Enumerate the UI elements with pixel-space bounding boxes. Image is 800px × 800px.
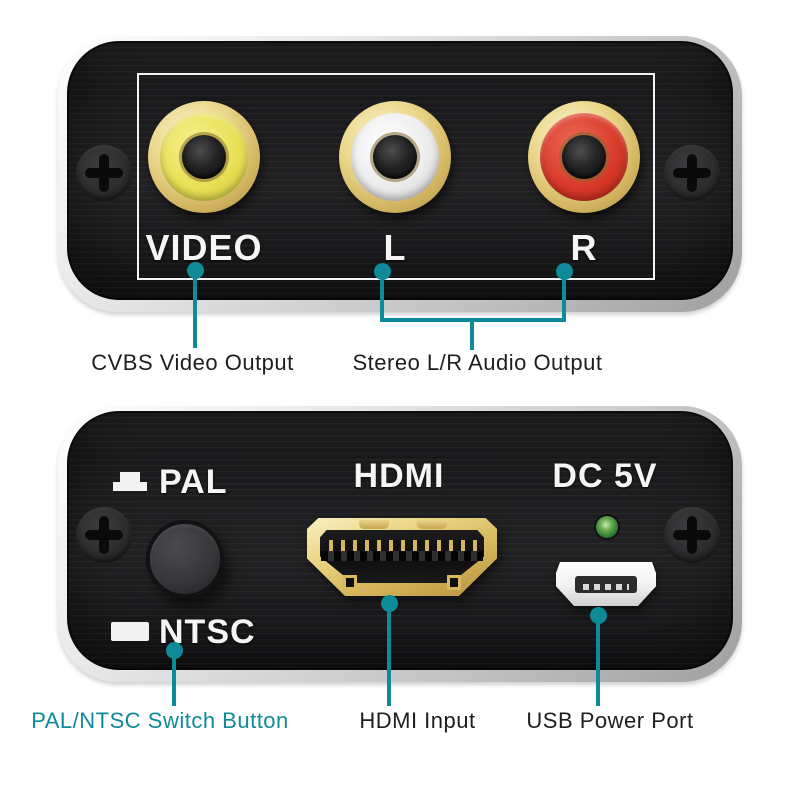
callout-label-hdmi: HDMI Input bbox=[359, 708, 476, 733]
callout-dot-usb bbox=[590, 607, 607, 624]
phillips-screw-icon bbox=[76, 507, 132, 563]
callout-line-usb bbox=[596, 620, 600, 706]
callout-bracket-left bbox=[380, 273, 384, 322]
callout-label-usb: USB Power Port bbox=[526, 708, 694, 733]
port-label-video: VIDEO bbox=[145, 227, 263, 268]
av-panel-frame bbox=[137, 73, 655, 280]
callout-bracket-right bbox=[562, 273, 566, 322]
phillips-screw-icon bbox=[76, 145, 132, 201]
callout-label-cvbs: CVBS Video Output bbox=[91, 350, 294, 375]
micro-usb-port bbox=[556, 562, 656, 606]
hdmi-label: HDMI bbox=[353, 457, 445, 495]
ntsc-position-icon bbox=[111, 622, 149, 641]
rca-jack-video-yellow bbox=[148, 101, 260, 213]
converter-top-view: VIDEO L R bbox=[58, 36, 742, 312]
rca-hole bbox=[373, 135, 417, 179]
port-label-left: L bbox=[383, 227, 407, 268]
port-label-right: R bbox=[570, 227, 598, 268]
callout-label-switch: PAL/NTSC Switch Button bbox=[31, 708, 289, 733]
converter-top-body: VIDEO L R bbox=[67, 41, 733, 300]
rca-hole bbox=[562, 135, 606, 179]
callout-line-video bbox=[193, 272, 197, 348]
callout-label-stereo: Stereo L/R Audio Output bbox=[352, 350, 603, 375]
converter-bottom-view: PAL NTSC HDMI DC 5V bbox=[58, 406, 742, 682]
callout-line-switch bbox=[172, 654, 176, 706]
pal-ntsc-switch-button bbox=[146, 520, 224, 598]
hdmi-port bbox=[307, 518, 497, 596]
dc-5v-label: DC 5V bbox=[552, 457, 658, 495]
pal-label: PAL bbox=[159, 463, 228, 501]
callout-dot-switch bbox=[166, 642, 183, 659]
phillips-screw-icon bbox=[664, 507, 720, 563]
callout-dot-audio-right bbox=[556, 263, 573, 280]
callout-dot-hdmi bbox=[381, 595, 398, 612]
converter-bottom-body: PAL NTSC HDMI DC 5V bbox=[67, 411, 733, 670]
pal-icon-base bbox=[113, 482, 147, 491]
callout-dot-audio-left bbox=[374, 263, 391, 280]
callout-bracket-stem bbox=[470, 318, 474, 350]
pal-icon-cap bbox=[120, 472, 140, 483]
callout-line-hdmi bbox=[387, 608, 391, 706]
rca-jack-audio-right-red bbox=[528, 101, 640, 213]
hdmi-foot bbox=[343, 575, 357, 590]
pal-position-icon bbox=[113, 472, 147, 491]
hdmi-pin-row bbox=[325, 540, 479, 551]
hdmi-tab bbox=[359, 520, 389, 529]
hdmi-tab bbox=[417, 520, 447, 529]
hdmi-foot bbox=[447, 575, 461, 590]
phillips-screw-icon bbox=[664, 145, 720, 201]
rca-jack-audio-left-white bbox=[339, 101, 451, 213]
callout-dot-video bbox=[187, 262, 204, 279]
hdmi-blade bbox=[321, 551, 483, 561]
power-led-indicator bbox=[596, 516, 618, 538]
usb-slot bbox=[575, 576, 637, 593]
rca-hole bbox=[182, 135, 226, 179]
